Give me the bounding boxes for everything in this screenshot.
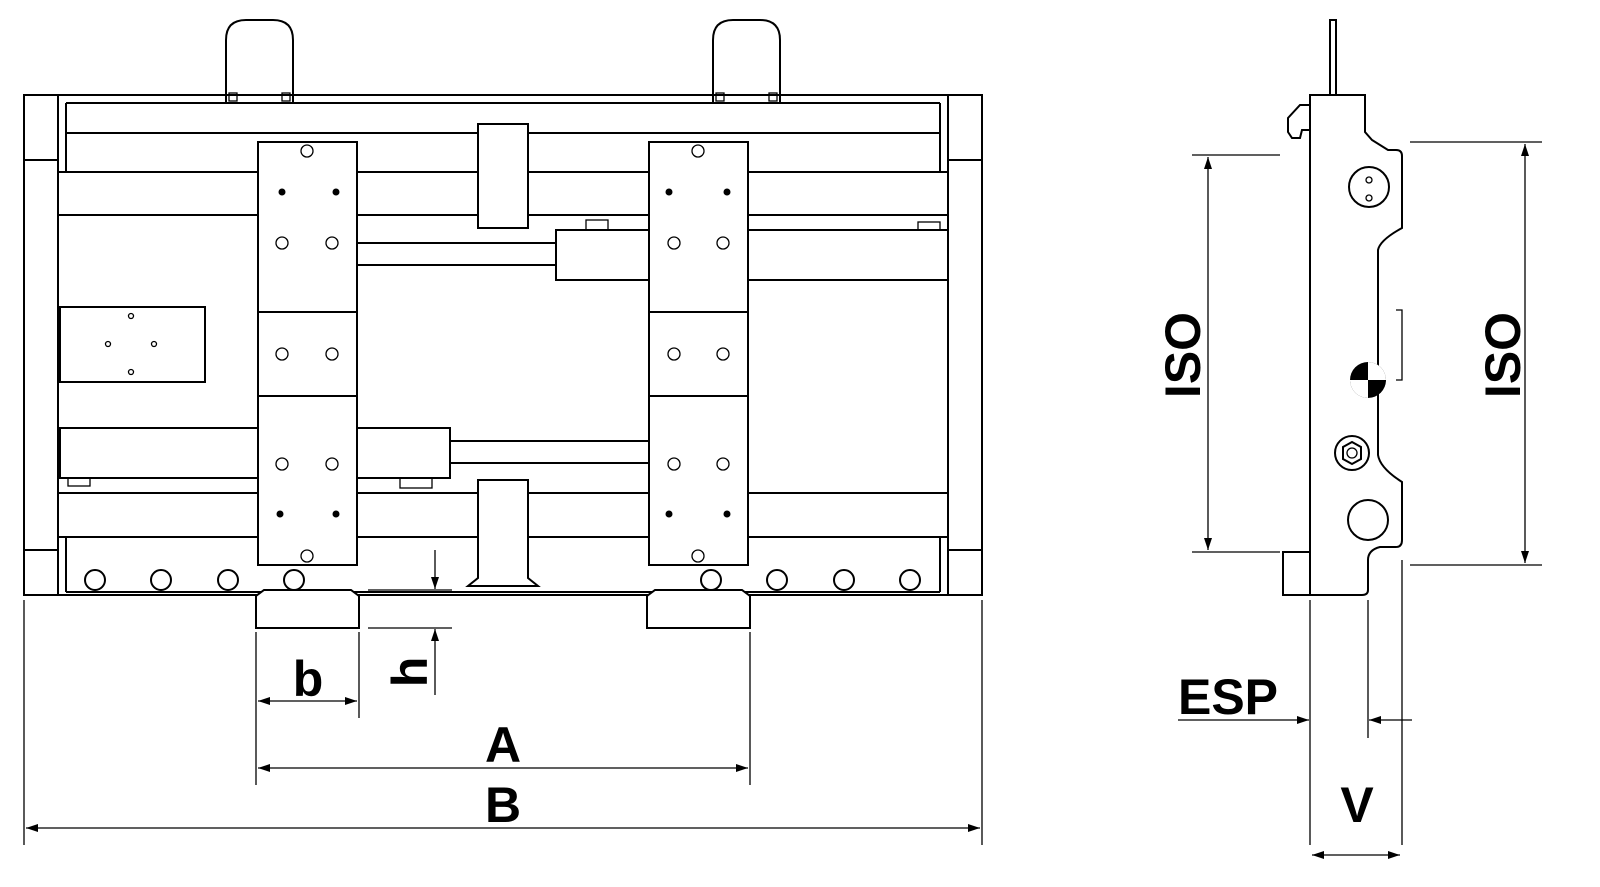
- dim-label-iso-left: ISO: [1155, 312, 1211, 398]
- dimensions-front: b h A B: [23, 550, 983, 845]
- guide-block-top: [477, 123, 529, 229]
- dim-label-b: b: [293, 651, 324, 707]
- front-view: [23, 19, 983, 629]
- dimensions-side: ISO ISO ESP V: [1155, 141, 1542, 859]
- frame: [23, 94, 983, 596]
- dim-label-iso-right: ISO: [1475, 312, 1531, 398]
- fork-carriage-right: [648, 141, 749, 566]
- guide-block-bottom: [465, 479, 541, 587]
- dim-label-v: V: [1340, 777, 1374, 833]
- cylinder-top: [356, 219, 949, 281]
- dim-label-esp: ESP: [1178, 669, 1278, 725]
- cylinder-bottom: [59, 427, 651, 489]
- dim-label-h: h: [382, 657, 438, 688]
- center-of-gravity-icon: [1350, 362, 1386, 398]
- dim-label-A: A: [485, 717, 521, 773]
- hook-right: [712, 19, 781, 103]
- hook-left: [225, 19, 294, 103]
- fork-tip-right: [646, 589, 751, 629]
- side-view: [1282, 19, 1403, 596]
- dim-label-B: B: [485, 777, 521, 833]
- fork-tip-left: [255, 589, 360, 629]
- fork-carriage-left: [257, 141, 358, 566]
